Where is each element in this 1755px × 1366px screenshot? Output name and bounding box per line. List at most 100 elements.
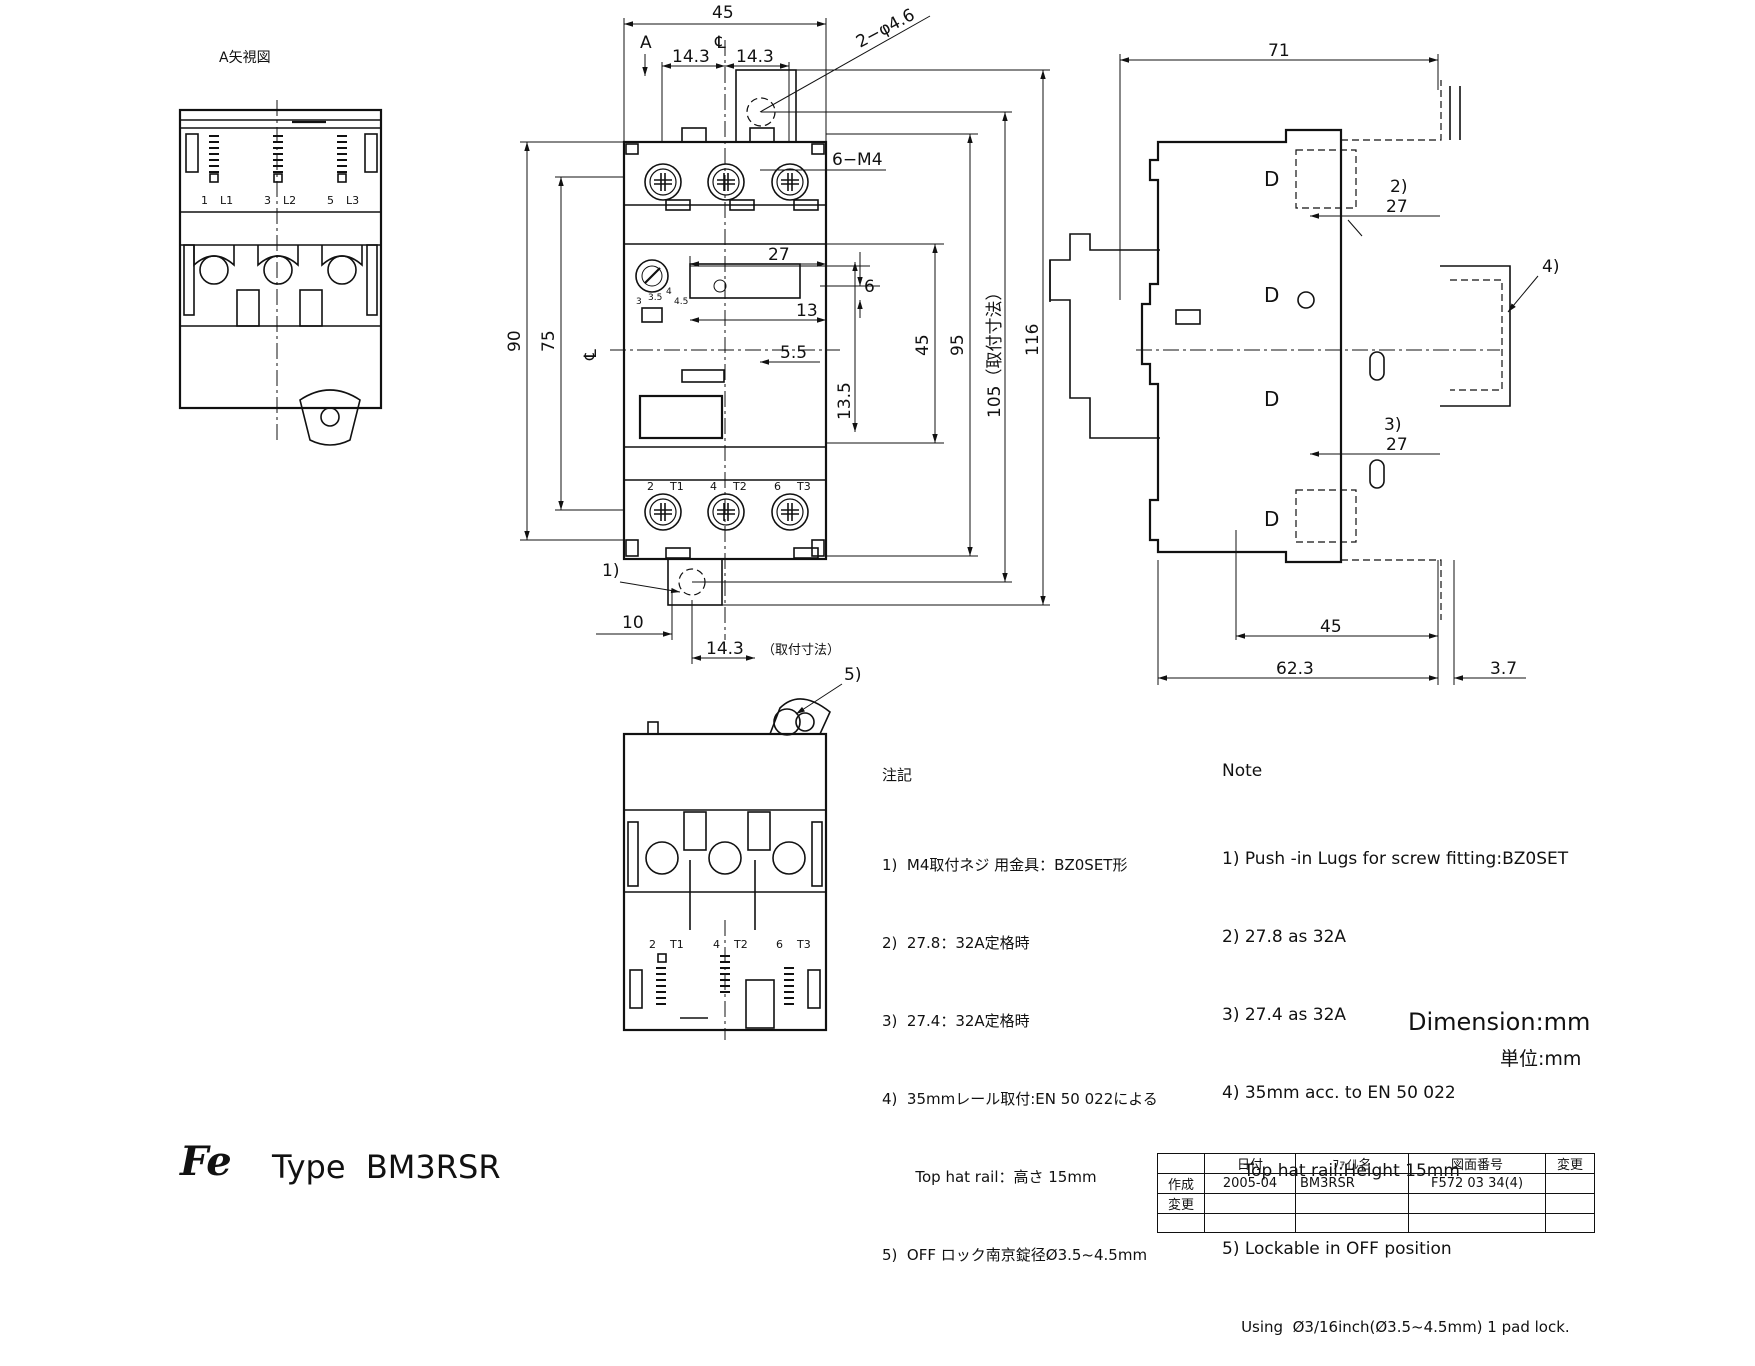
dim-75: 75 bbox=[539, 330, 559, 352]
tb-r0c0: 作成 bbox=[1157, 1173, 1205, 1194]
side-dimensions: 71 2) 27 4) 3) 27 45 62.3 3.7 bbox=[1119, 41, 1559, 685]
tb-r1c3 bbox=[1408, 1193, 1546, 1214]
a-label-5: 5 bbox=[327, 194, 334, 207]
a-label-l1: L1 bbox=[220, 194, 233, 207]
screw-callout: 6−M4 bbox=[832, 150, 883, 170]
tb-h2: ﾌｧｲﾙ名 bbox=[1295, 1153, 1409, 1174]
cl-left: ℄ bbox=[581, 349, 601, 361]
tb-r1c0: 変更 bbox=[1157, 1193, 1205, 1214]
tb-r0c2: BM3RSR bbox=[1295, 1173, 1409, 1194]
dim-5-5: 5.5 bbox=[780, 343, 807, 363]
fv-label-t1: T1 bbox=[669, 480, 684, 493]
side-mark-d1: D bbox=[1264, 167, 1279, 191]
technical-drawing: A矢視図 1 L1 3 L2 5 L3 bbox=[178, 3, 1559, 1040]
bottom-view: 2 T1 4 T2 6 T3 5) bbox=[622, 665, 861, 1040]
dim-13: 13 bbox=[796, 301, 818, 321]
dim-45-vertical: 45 bbox=[913, 334, 933, 356]
tb-r1c4 bbox=[1545, 1193, 1595, 1214]
mount-label: （取付寸法） bbox=[762, 643, 840, 658]
note-5-callout: 5) bbox=[844, 665, 861, 685]
a-label-1: 1 bbox=[201, 194, 208, 207]
notes-jp-item-2: 2) 27.8：32A定格時 bbox=[882, 934, 1030, 952]
view-a: A矢視図 1 L1 3 L2 5 L3 bbox=[178, 50, 383, 446]
notes-english: Note 1) Push -in Lugs for screw fitting:… bbox=[1222, 706, 1570, 1366]
tb-r2c2 bbox=[1295, 1213, 1409, 1233]
side-mark-d4: D bbox=[1264, 507, 1279, 531]
dim-27-side-bottom: 27 bbox=[1386, 435, 1408, 455]
note-1-front: 1) bbox=[602, 561, 619, 581]
bv-label-4: 4 bbox=[713, 938, 720, 951]
dial-4: 4 bbox=[666, 287, 672, 297]
dim-71: 71 bbox=[1268, 41, 1290, 61]
tb-r1c1 bbox=[1204, 1193, 1296, 1214]
note-2-side: 2) bbox=[1390, 177, 1407, 197]
dial-3: 3 bbox=[636, 297, 642, 307]
fv-label-4: 4 bbox=[710, 480, 717, 493]
notes-en-title: Note bbox=[1222, 761, 1263, 781]
tb-r0c1: 2005-04 bbox=[1204, 1173, 1296, 1194]
dim-105: 105（取付寸法） bbox=[985, 284, 1005, 418]
dim-14-3-bottom: 14.3 bbox=[706, 639, 744, 659]
front-dimensions: 45 A ℄ 14.3 14.3 2−φ4.6 6−M4 27 6 13 5.5… bbox=[505, 3, 1050, 664]
title-block-header: 日付 ﾌｧｲﾙ名 図面番号 変更 bbox=[1157, 1153, 1595, 1174]
dim-13-5: 13.5 bbox=[835, 382, 855, 420]
title-block-row bbox=[1157, 1213, 1595, 1233]
notes-en-item-2: 2) 27.8 as 32A bbox=[1222, 927, 1347, 947]
fv-label-6: 6 bbox=[774, 480, 781, 493]
title-block-row: 変更 bbox=[1157, 1193, 1595, 1214]
arrow-a: A bbox=[640, 33, 652, 53]
note-3-side: 3) bbox=[1384, 415, 1401, 435]
dim-6: 6 bbox=[864, 277, 875, 297]
notes-jp-item-3: 3) 27.4：32A定格時 bbox=[882, 1012, 1030, 1030]
tb-h3: 図面番号 bbox=[1408, 1153, 1546, 1174]
tb-r2c4 bbox=[1545, 1213, 1595, 1233]
front-view: 3 3.5 4 4.5 2 T1 4 T2 6 T3 bbox=[610, 40, 840, 640]
notes-jp-title: 注記 bbox=[882, 766, 913, 784]
side-mark-d3: D bbox=[1264, 387, 1279, 411]
tb-r2c3 bbox=[1408, 1213, 1546, 1233]
fv-label-t2: T2 bbox=[732, 480, 747, 493]
units-jp: 単位:mm bbox=[1500, 1048, 1582, 1070]
tb-r1c2 bbox=[1295, 1193, 1409, 1214]
dim-116: 116 bbox=[1023, 324, 1043, 356]
tb-r2c1 bbox=[1204, 1213, 1296, 1233]
cl-top: ℄ bbox=[714, 33, 726, 53]
bv-label-t2: T2 bbox=[733, 938, 748, 951]
notes-japanese: 注記 1) M4取付ネジ 用金具：BZ0SET形 2) 27.8：32A定格時 … bbox=[882, 710, 1158, 1294]
dial-4-5: 4.5 bbox=[674, 297, 688, 307]
a-label-3: 3 bbox=[264, 194, 271, 207]
dim-27-side-top: 27 bbox=[1386, 197, 1408, 217]
title-block-row: 作成 2005-04 BM3RSR F572 03 34(4) bbox=[1157, 1173, 1595, 1194]
tb-h1: 日付 bbox=[1204, 1153, 1296, 1174]
title-block: 日付 ﾌｧｲﾙ名 図面番号 変更 作成 2005-04 BM3RSR F572 … bbox=[1157, 1153, 1595, 1233]
dim-14-3-left: 14.3 bbox=[672, 47, 710, 67]
notes-en-item-5b: Using Ø3/16inch(Ø3.5~4.5mm) 1 pad lock. bbox=[1222, 1318, 1570, 1336]
units-en: Dimension:mm bbox=[1408, 1008, 1591, 1036]
notes-jp-item-5: 5) OFF ロック南京錠径Ø3.5~4.5mm bbox=[882, 1246, 1148, 1264]
dim-62-3: 62.3 bbox=[1276, 659, 1314, 679]
dim-3-7: 3.7 bbox=[1490, 659, 1517, 679]
tb-r0c4 bbox=[1545, 1173, 1595, 1194]
side-mark-d2: D bbox=[1264, 283, 1279, 307]
bv-label-6: 6 bbox=[776, 938, 783, 951]
bv-label-t1: T1 bbox=[669, 938, 684, 951]
view-a-label: A矢視図 bbox=[219, 50, 271, 66]
notes-jp-item-4: 4) 35mmレール取付:EN 50 022による bbox=[882, 1090, 1158, 1108]
notes-jp-item-4b: Top hat rail：高さ 15mm bbox=[882, 1168, 1097, 1186]
brand-logo: Fe bbox=[180, 1138, 232, 1185]
dim-95: 95 bbox=[948, 334, 968, 356]
notes-en-item-1: 1) Push -in Lugs for screw fitting:BZ0SE… bbox=[1222, 849, 1569, 869]
note-4-side: 4) bbox=[1542, 257, 1559, 277]
side-view: D D D D D bbox=[1049, 80, 1511, 620]
bv-label-2: 2 bbox=[649, 938, 656, 951]
notes-jp-item-1: 1) M4取付ネジ 用金具：BZ0SET形 bbox=[882, 856, 1128, 874]
dim-14-3-right: 14.3 bbox=[736, 47, 774, 67]
notes-en-item-4: 4) 35mm acc. to EN 50 022 bbox=[1222, 1083, 1456, 1103]
fv-label-2: 2 bbox=[647, 480, 654, 493]
fv-label-t3: T3 bbox=[796, 480, 811, 493]
notes-en-item-3: 3) 27.4 as 32A bbox=[1222, 1005, 1347, 1025]
dim-90: 90 bbox=[505, 330, 525, 352]
dim-10: 10 bbox=[622, 613, 644, 633]
tb-h4: 変更 bbox=[1545, 1153, 1595, 1174]
a-label-l2: L2 bbox=[283, 194, 296, 207]
